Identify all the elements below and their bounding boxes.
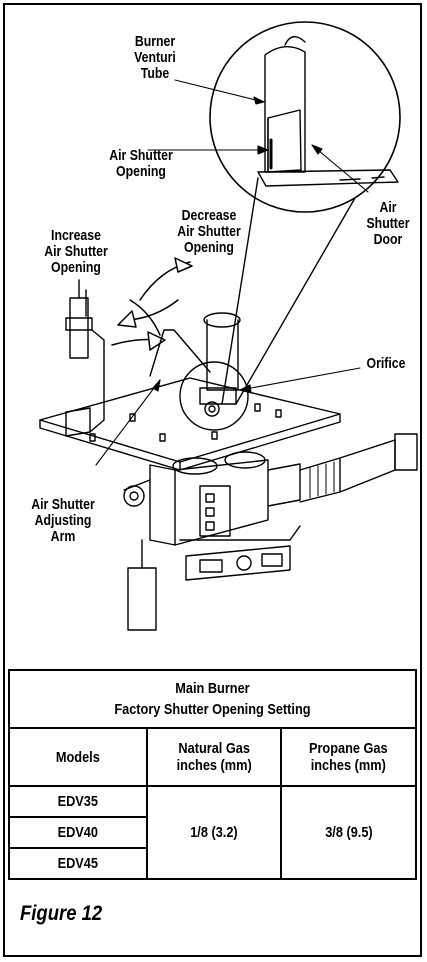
model-edv40: EDV40 [8,816,148,849]
burner-plate [39,377,341,471]
callout-burner-venturi-tube: Burner Venturi Tube [134,33,176,82]
flex-gas-line [299,433,418,503]
natural-gas-value: 1/8 (3.2) [146,785,282,880]
page-frame [3,3,422,957]
callout-increase: Increase Air Shutter Opening [44,227,108,276]
figure-caption: Figure 12 [20,902,103,925]
propane-gas-value: 3/8 (9.5) [279,785,418,880]
header-natural-gas: Natural Gas inches (mm) [146,727,282,787]
table-title: Main Burner Factory Shutter Opening Sett… [7,669,418,729]
header-models: Models [8,727,148,787]
pilot-assembly [65,279,105,437]
shutter-setting-table: Main Burner Factory Shutter Opening Sett… [7,669,418,880]
callout-adjusting-arm: Air Shutter Adjusting Arm [31,496,95,545]
callout-orifice: Orifice [366,355,406,372]
model-edv35: EDV35 [8,785,148,818]
model-edv45: EDV45 [8,847,148,880]
direction-arrows [111,257,193,351]
callout-decrease: Decrease Air Shutter Opening [177,207,241,256]
burner-tube [149,312,249,431]
header-propane-gas: Propane Gas inches (mm) [279,727,418,787]
callout-air-shutter-door: Air Shutter Door [366,199,410,248]
burner-illustration [39,21,418,631]
gas-valve [123,451,301,631]
callout-air-shutter-opening: Air Shutter Opening [109,147,173,180]
detail-magnifier [209,21,401,405]
leader-lines [95,79,369,466]
